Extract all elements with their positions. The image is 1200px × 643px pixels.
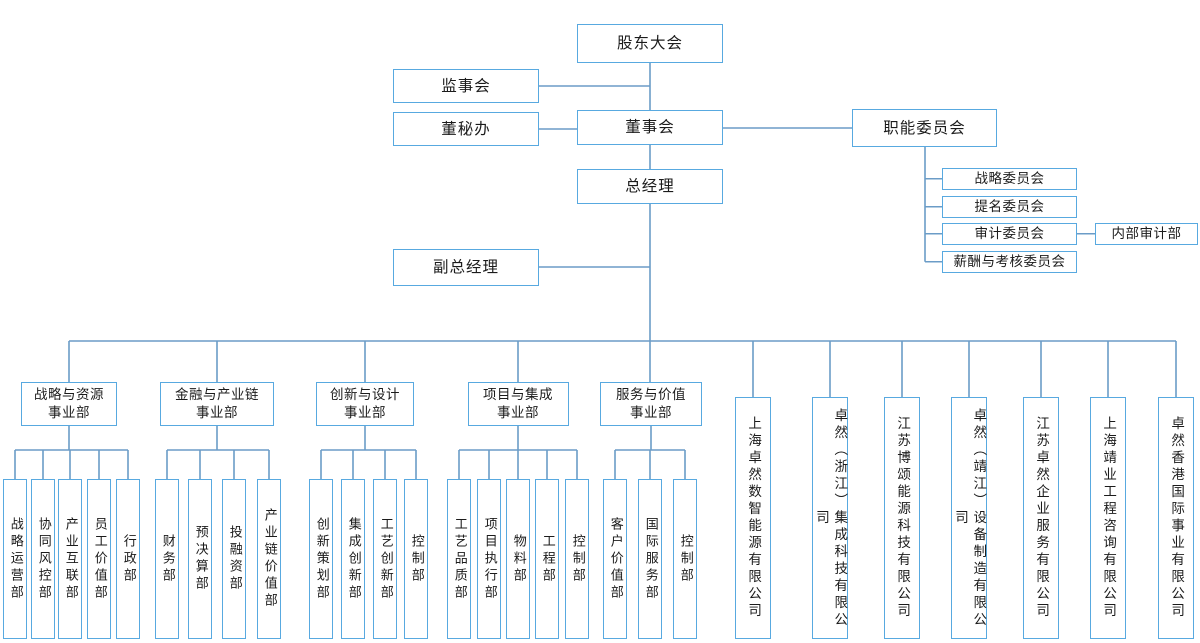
division-service-value-box: 服务与价值 事业部	[600, 382, 702, 426]
department-box: 物料部	[506, 479, 530, 639]
internal-audit-dept-box: 内部审计部	[1095, 223, 1198, 245]
board-of-directors-box: 董事会	[577, 110, 723, 145]
deputy-general-manager-box: 副总经理	[393, 249, 539, 286]
department-box: 投融资部	[222, 479, 246, 639]
department-box: 控制部	[404, 479, 428, 639]
supervisory-board-box: 监事会	[393, 69, 539, 103]
department-box: 国际服务部	[638, 479, 662, 639]
subsidiary-box: 上海卓然数智能源有限公司	[735, 397, 771, 639]
department-box: 协同风控部	[31, 479, 55, 639]
strategy-committee-box: 战略委员会	[942, 168, 1077, 190]
shareholders-meeting-box: 股东大会	[577, 24, 723, 63]
division-projects-integration-box: 项目与集成 事业部	[467, 382, 569, 426]
subsidiary-box: 卓然香港国际事业有限公司	[1158, 397, 1194, 639]
compensation-and-assessment-committee-box: 薪酬与考核委员会	[942, 251, 1077, 273]
functional-committee-box: 职能委员会	[852, 109, 997, 147]
department-box: 财务部	[155, 479, 179, 639]
subsidiary-box: 江苏卓然企业服务有限公司	[1023, 397, 1059, 639]
department-box: 战略运营部	[3, 479, 27, 639]
department-box: 集成创新部	[341, 479, 365, 639]
department-box: 工艺创新部	[373, 479, 397, 639]
nomination-committee-box: 提名委员会	[942, 196, 1077, 218]
division-strategy-resources-box: 战略与资源 事业部	[21, 382, 117, 426]
department-box: 预决算部	[188, 479, 212, 639]
audit-committee-box: 审计委员会	[942, 223, 1077, 245]
division-innovation-design-box: 创新与设计 事业部	[316, 382, 414, 426]
department-box: 产业链价值部	[257, 479, 281, 639]
department-box: 创新策划部	[309, 479, 333, 639]
department-box: 工艺品质部	[447, 479, 471, 639]
department-box: 客户价值部	[603, 479, 627, 639]
general-manager-box: 总经理	[577, 169, 723, 204]
division-finance-industry-chain-box: 金融与产业链 事业部	[160, 382, 274, 426]
department-box: 行政部	[116, 479, 140, 639]
department-box: 员工价值部	[87, 479, 111, 639]
subsidiary-box: 卓然（浙江）集成科技有限公司	[812, 397, 848, 639]
department-box: 工程部	[535, 479, 559, 639]
board-secretary-office-box: 董秘办	[393, 112, 539, 146]
subsidiary-box: 上海靖业工程咨询有限公司	[1090, 397, 1126, 639]
department-box: 控制部	[673, 479, 697, 639]
department-box: 控制部	[565, 479, 589, 639]
subsidiary-box: 卓然（靖江）设备制造有限公司	[951, 397, 987, 639]
subsidiary-box: 江苏博颂能源科技有限公司	[884, 397, 920, 639]
department-box: 项目执行部	[477, 479, 501, 639]
department-box: 产业互联部	[58, 479, 82, 639]
